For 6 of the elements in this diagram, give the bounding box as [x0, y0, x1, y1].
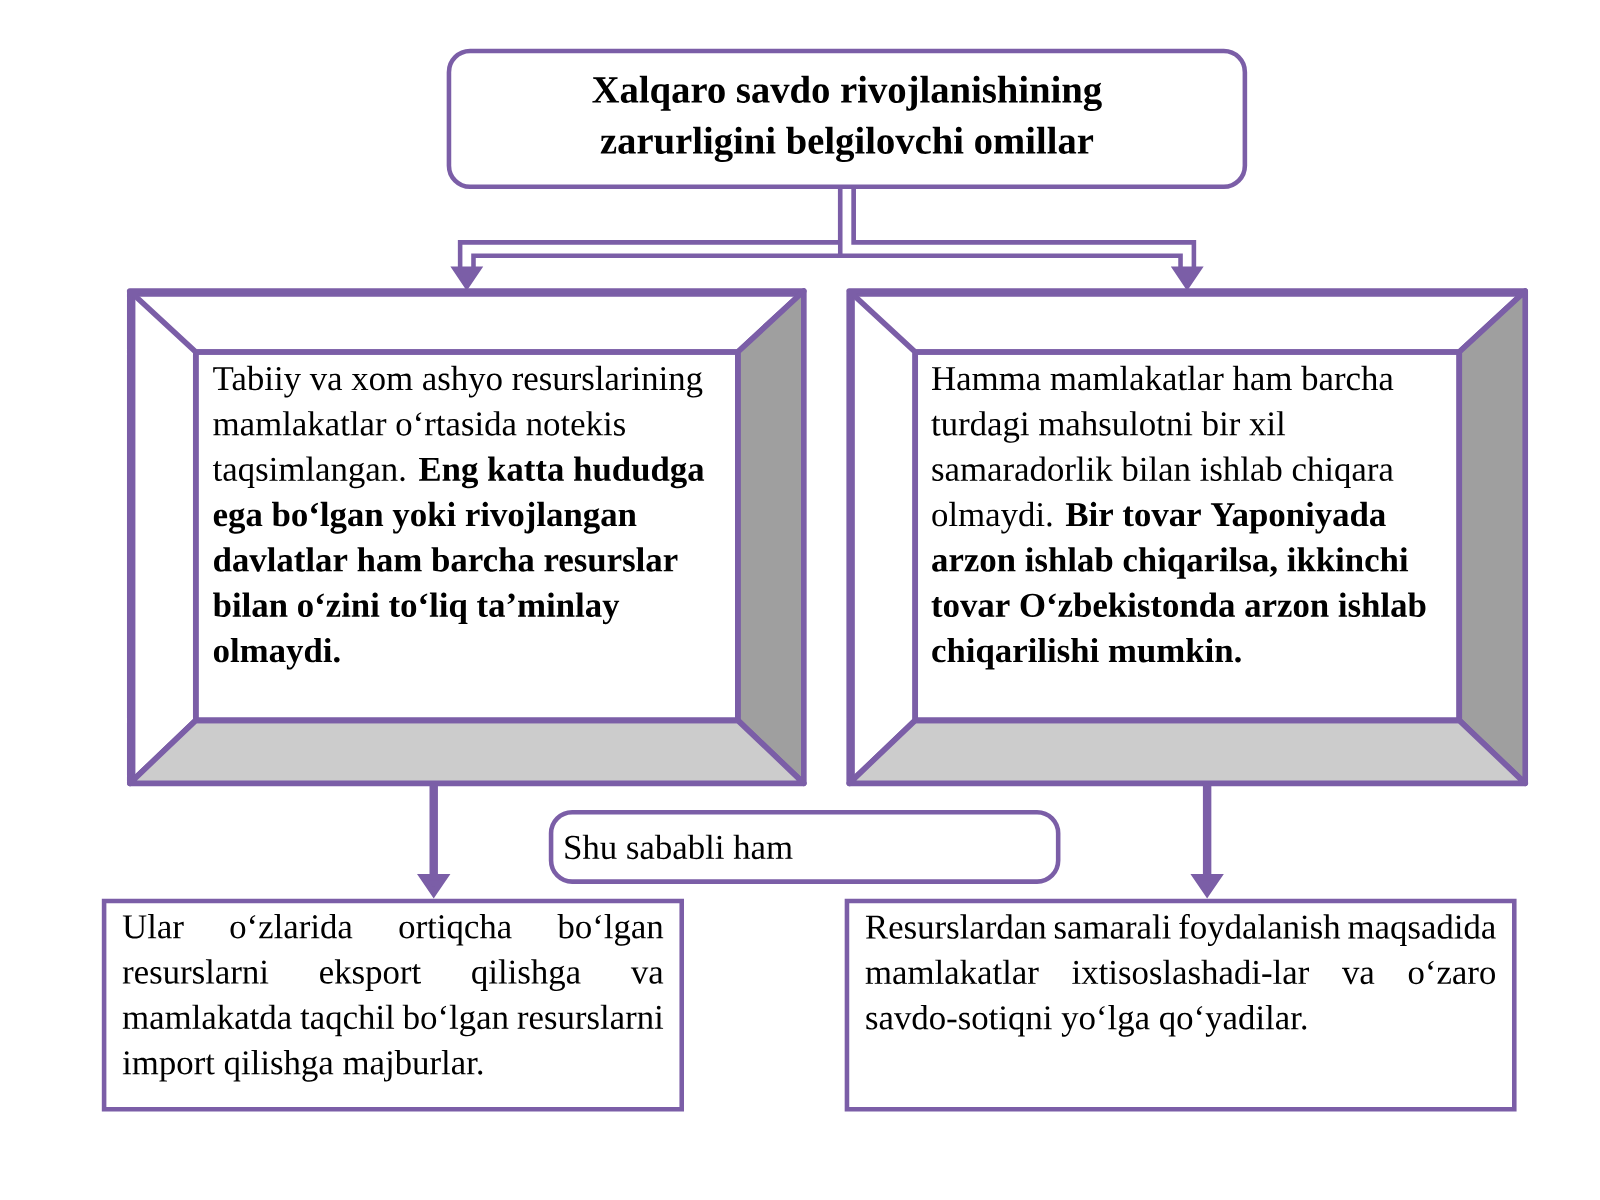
- bevel-frame-box: Tabiiy va xom ashyo resurslarining mamlakatlar o‘rtasida notekis taqsimlangan. Eng katta hududga ega bo‘lgan yoki rivojlangan davlatlar ham barcha resurslar bilan o‘zini to‘liq ta’minlay olmaydi.: [126, 288, 807, 787]
- bevel-frame-box: Hamma mamlakatlar ham barcha turdagi mahsulotni bir xil samaradorlik bilan ishlab chiqara olmaydi. Bir tovar Yaponiyada arzon ishlab chiqarilsa, ikkinchi tovar O‘zbekistonda arzon ishlab chiqarilishi mumkin.: [846, 288, 1529, 787]
- title-box: Xalqaro savdo rivojlanishining zarurligini belgilovchi omillar: [446, 48, 1248, 190]
- text-box: Resurslardan samarali foydalanish maqsadida mamlakatlar ixtisoslashadi-lar va o‘zaro savdo-sotiqni yo‘lga qo‘yadilar.: [844, 898, 1517, 1112]
- text-box: Shu sababli ham: [548, 809, 1061, 884]
- text-box: Ular o‘zlarida ortiqcha bo‘lgan resurslarni eksport qilishga va mamlakatda taqchil bo‘lgan resurslarni import qilishga majburlar.: [101, 898, 684, 1112]
